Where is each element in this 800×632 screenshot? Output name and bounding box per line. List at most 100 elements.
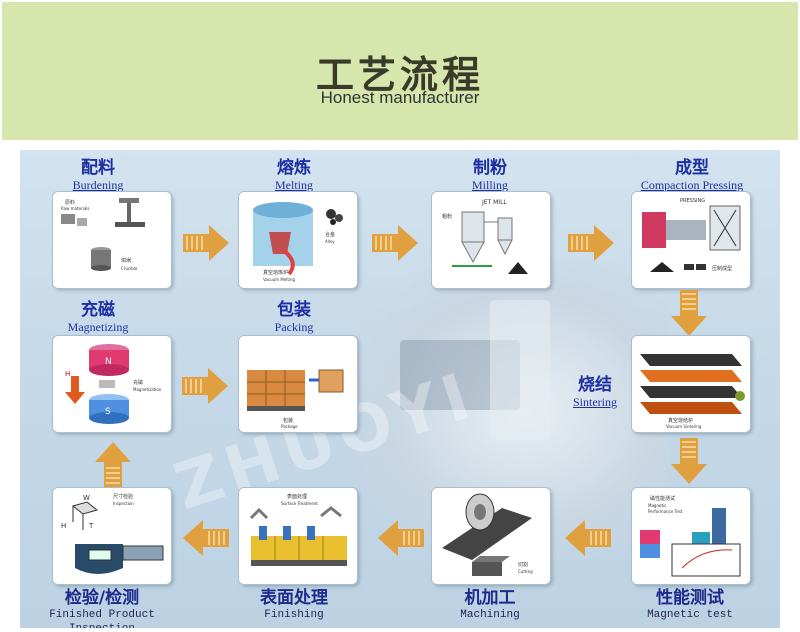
step-label-machining: 机加工 Machining [415,588,565,622]
step-en: Finishing [264,609,324,621]
step-label-packing: 包装 Packing [219,300,369,334]
inspection-illustration: W H T 尺寸检验 Inspection [61,493,164,574]
step-en: Magnetic test [647,609,733,621]
panel-machining: 切割 Cutting [432,488,550,584]
compaction-illustration: PRESSING 压制成型 [642,198,741,272]
inner-text: W [83,494,90,502]
background-technician [490,300,550,440]
inner-text: 压制成型 [712,265,732,272]
step-label-magnetic-test: 性能测试 Magnetic test [615,588,765,622]
inner-text: 磁性能测试 [650,495,675,502]
step-en: Packing [274,320,314,334]
page-subtitle: Honest manufacturer [320,88,480,107]
step-cn: 成型 [675,158,709,178]
inner-text: Magnetization [133,387,162,392]
inner-text: T [88,522,94,530]
step-label-burdening: 配料 Burdening [23,158,173,192]
arrow-right-icon [183,225,229,261]
finishing-illustration: 表面处理 Surface Treatment [249,493,347,566]
step-en: Machining [460,609,520,621]
inner-text: Magnetic [648,503,666,508]
panel-finishing: 表面处理 Surface Treatment [239,488,357,584]
panel-milling: JET MILL 粗粉 [432,192,550,288]
inner-text: Performance Test [648,509,683,514]
step-label-melting: 熔炼 Melting [219,158,369,192]
inner-text: Inspection [113,501,134,506]
step-en: Finished Product Inspection [49,609,155,628]
step-en: Sintering [573,395,617,409]
inner-text: 真空熔炼炉 [263,269,288,276]
inner-text: H [65,370,70,378]
panel-sintering: 真空烧结炉 Vacuum Sintering [632,336,750,432]
step-label-milling: 制粉 Milling [415,158,565,192]
inner-text: Vacuum Melting [263,277,296,282]
arrow-right-icon [568,225,614,261]
step-cn: 充磁 [81,300,115,320]
inner-text: 合金 [325,231,335,238]
inner-text: 坩埚 [121,257,131,264]
inner-text: 包装 [283,417,293,424]
arrow-left-icon [183,520,229,556]
step-cn: 包装 [277,300,311,320]
step-cn: 烧结 [578,375,612,395]
step-en: Milling [471,178,508,192]
arrow-right-icon [182,368,228,404]
arrow-left-icon [565,520,611,556]
inner-text: Crucible [121,266,138,271]
inner-text: PRESSING [680,198,705,204]
panel-melting: 合金 Alloy 真空熔炼炉 Vacuum Melting [239,192,357,288]
arrow-up-icon [95,442,131,488]
inner-text: 尺寸检验 [113,493,133,500]
inner-text: S [105,407,111,417]
step-en: Melting [275,178,313,192]
step-cn: 制粉 [473,158,507,178]
panel-inspection: W H T 尺寸检验 Inspection [53,488,171,584]
step-label-finishing: 表面处理 Finishing [219,588,369,622]
inner-text: JET MILL [481,199,507,206]
inner-text: 表面处理 [287,493,307,500]
panel-magnetic-test: 磁性能测试 Magnetic Performance Test [632,488,750,584]
page-title: 工艺流程 [315,53,484,97]
step-cn: 机加工 [464,588,516,608]
panel-burdening: 原料 Raw materials 坩埚 Crucible [53,192,171,288]
step-cn: 配料 [81,158,115,178]
panel-compaction: PRESSING 压制成型 [632,192,750,288]
arrow-right-icon [372,225,418,261]
inner-text: Vacuum Sintering [666,424,702,429]
panel-packing: 包装 Package [239,336,357,432]
inner-text: 粗粉 [442,213,452,220]
burdening-illustration: 原料 Raw materials 坩埚 Crucible [61,198,145,271]
inner-text: 真空烧结炉 [668,417,693,424]
step-label-inspection: 检验/检测 Finished Product Inspection [20,588,187,628]
step-en: Burdening [72,178,124,192]
step-cn: 检验/检测 [64,588,140,608]
step-cn: 性能测试 [656,588,724,608]
inner-text: Alloy [325,239,335,244]
arrow-down-icon [671,438,707,484]
step-label-sintering: 烧结 Sintering [530,375,660,409]
packing-illustration: 包装 Package [247,369,344,429]
magnetic-test-illustration: 磁性能测试 Magnetic Performance Test [640,495,741,577]
inner-text: Surface Treatment [281,501,318,506]
step-cn: 熔炼 [277,158,311,178]
inner-text: Raw materials [61,206,89,211]
inner-text: H [61,522,66,530]
step-label-magnetizing: 充磁 Magnetizing [23,300,173,334]
step-cn: 表面处理 [260,588,328,608]
step-label-compaction: 成型 Compaction Pressing [617,158,767,192]
inner-text: N [105,357,112,367]
milling-illustration: JET MILL 粗粉 [442,199,528,274]
panel-magnetizing: N H S 充磁 Magnetization [53,336,171,432]
process-flow-diagram: ZHUOYI 配料 Burdening 熔炼 Melting 制粉 Millin… [20,150,780,628]
machining-illustration: 切割 Cutting [442,493,533,576]
arrow-down-icon [671,290,707,336]
arrow-left-icon [378,520,424,556]
header-banner: 工艺流程 Honest manufacturer [2,2,798,140]
sintering-illustration: 真空烧结炉 Vacuum Sintering [640,354,745,429]
step-en: Compaction Pressing [640,178,744,192]
magnetizing-illustration: N H S 充磁 Magnetization [65,344,162,424]
inner-text: 切割 [518,561,528,568]
inner-text: Cutting [518,569,533,574]
melting-illustration: 合金 Alloy 真空熔炼炉 Vacuum Melting [253,202,343,282]
inner-text: Package [281,424,298,429]
